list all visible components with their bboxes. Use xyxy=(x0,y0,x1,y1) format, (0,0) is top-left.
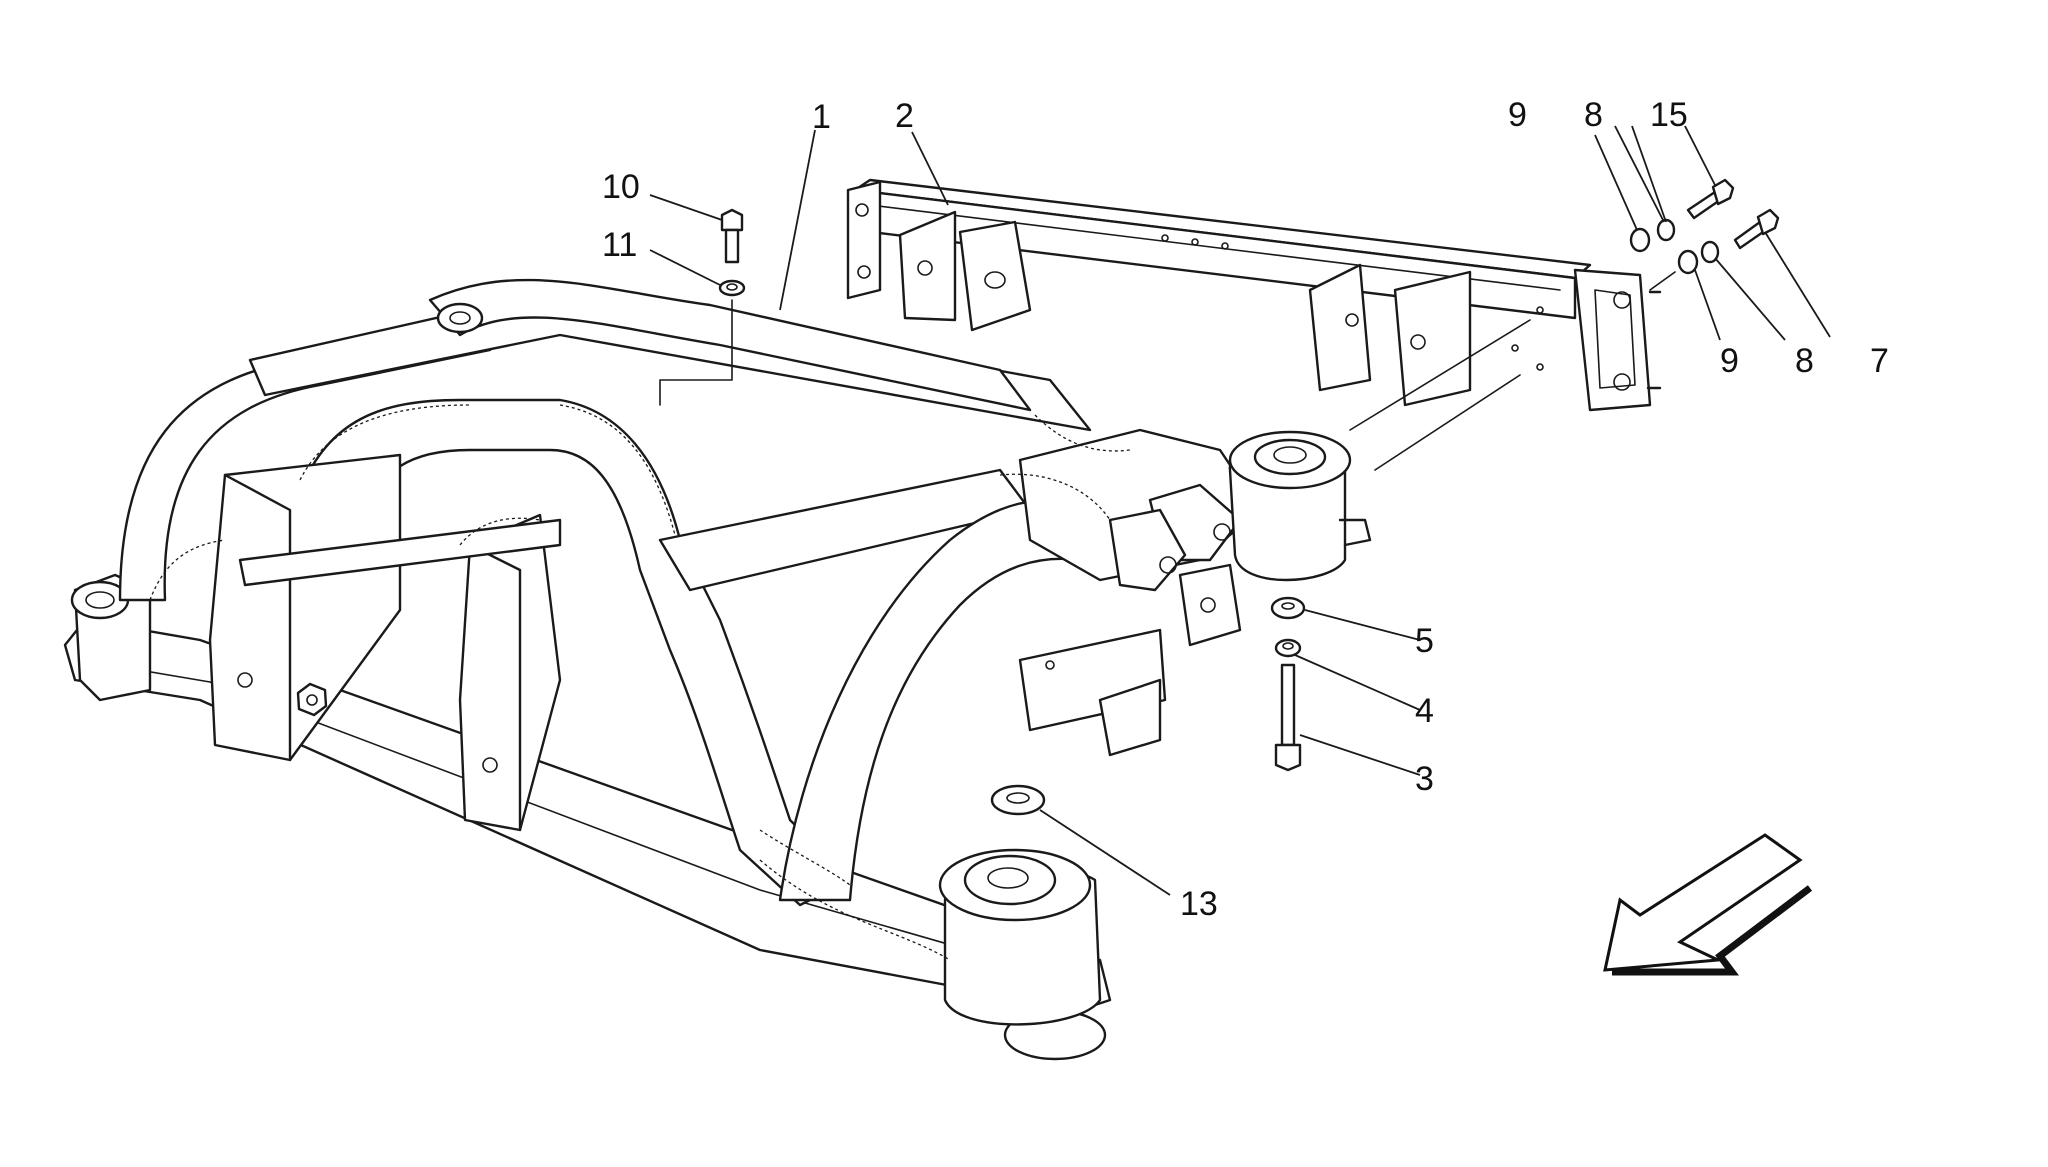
callout-3: 3 xyxy=(1415,760,1434,798)
bolt-15 xyxy=(1686,178,1735,220)
callout-8-top: 8 xyxy=(1584,96,1603,134)
washer-8-bottom xyxy=(1700,240,1720,264)
callout-1: 1 xyxy=(812,98,831,136)
washer-9-top xyxy=(1629,227,1651,253)
callout-11: 11 xyxy=(602,226,637,264)
assembly-line-crossmember-a xyxy=(1349,319,1531,431)
callout-13: 13 xyxy=(1180,885,1218,923)
bolt-3 xyxy=(1274,663,1302,772)
washer-4 xyxy=(1274,638,1302,658)
washer-13 xyxy=(990,784,1046,816)
assembly-line-crossmember-b xyxy=(1374,374,1521,471)
direction-arrow xyxy=(1603,833,1813,976)
callout-9-top: 9 xyxy=(1508,96,1527,134)
bolt-7 xyxy=(1733,208,1780,250)
callout-15: 15 xyxy=(1650,96,1688,134)
callout-8-bottom: 8 xyxy=(1795,342,1814,380)
washer-11 xyxy=(718,279,746,297)
washer-8-top xyxy=(1656,218,1676,242)
callout-4: 4 xyxy=(1415,692,1434,730)
washer-9-bottom xyxy=(1677,249,1699,275)
callout-9-bottom: 9 xyxy=(1720,342,1739,380)
assembly-line-bracket xyxy=(1649,271,1676,291)
rear-subframe xyxy=(63,278,1372,1061)
leader-lines xyxy=(649,125,1831,896)
callout-2: 2 xyxy=(895,97,914,135)
bolt-10 xyxy=(720,208,744,264)
callout-5: 5 xyxy=(1415,622,1434,660)
rear-crossmember xyxy=(846,178,1662,412)
assembly-line-10 xyxy=(659,299,733,406)
callout-7: 7 xyxy=(1870,342,1889,380)
washer-5 xyxy=(1270,596,1306,620)
callout-10: 10 xyxy=(602,168,640,206)
